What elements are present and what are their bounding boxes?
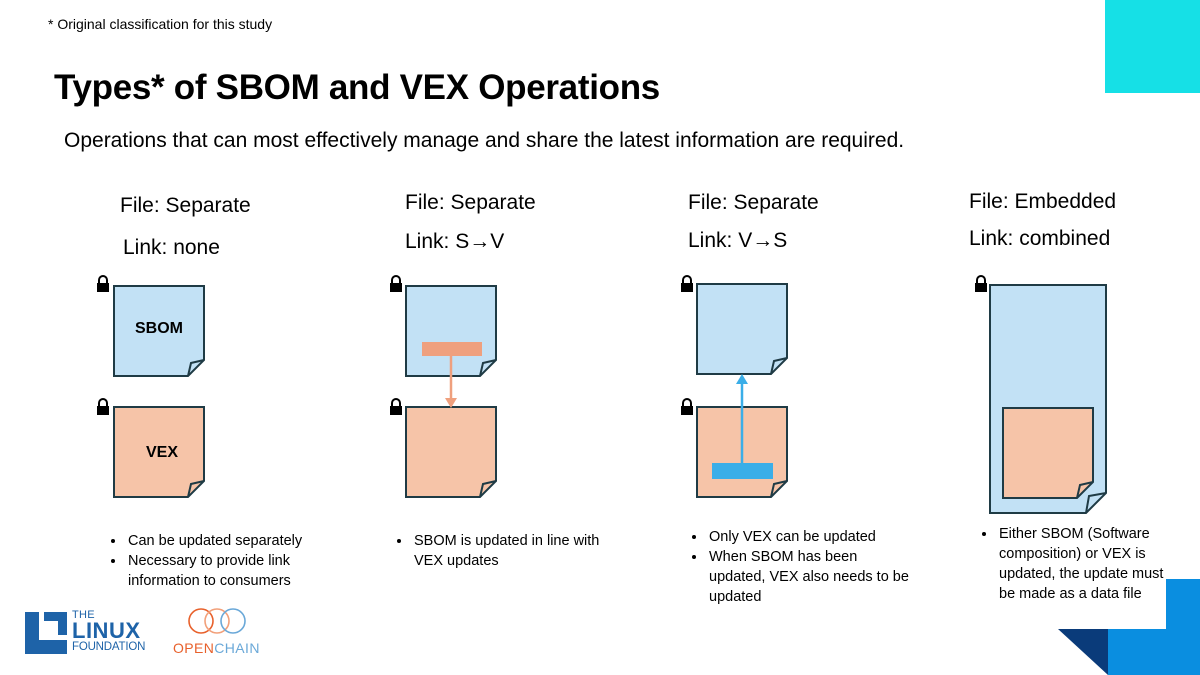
vex-label: VEX: [146, 444, 179, 461]
sbom-document: [113, 285, 205, 377]
col3-file: File: Separate: [688, 191, 819, 214]
list-item: When SBOM has been updated, VEX also nee…: [707, 547, 917, 607]
vex-document: [405, 406, 497, 498]
col4-link: Link: combined: [969, 227, 1111, 250]
openchain-open: OPEN: [173, 640, 215, 656]
col4-file: File: Embedded: [969, 190, 1117, 213]
col1-link: Link: none: [123, 236, 220, 259]
list-item: Only VEX can be updated: [707, 527, 917, 547]
col3-link: Link: V→S: [688, 229, 788, 252]
link-arrow-v-to-s: [712, 374, 773, 479]
lock-icon: [681, 398, 693, 415]
openchain-logo-icon: [188, 608, 246, 634]
linux-foundation-text: FOUNDATION: [72, 641, 146, 653]
page-subtitle: Operations that can most effectively man…: [64, 129, 905, 152]
lock-icon: [97, 398, 109, 415]
sbom-document: [696, 283, 788, 375]
list-item: SBOM is updated in line with VEX updates: [412, 531, 622, 571]
col3-bullets: Only VEX can be updated When SBOM has be…: [685, 527, 917, 607]
openchain-text: OPENCHAIN: [173, 640, 260, 656]
col2-link: Link: S→V: [405, 230, 505, 253]
list-item: Can be updated separately: [126, 531, 356, 551]
lock-icon: [390, 398, 402, 415]
col1-file: File: Separate: [120, 194, 251, 217]
list-item: Either SBOM (Software composition) or VE…: [997, 524, 1167, 604]
linux-the: THE: [72, 609, 95, 621]
col1-bullets: Can be updated separately Necessary to p…: [104, 531, 356, 591]
lock-icon: [975, 275, 987, 292]
lock-icon: [390, 275, 402, 292]
vex-document: [113, 406, 205, 498]
corner-accent-cyan: [1105, 0, 1200, 93]
footnote: * Original classification for this study: [48, 16, 273, 32]
col2-file: File: Separate: [405, 191, 536, 214]
lock-icon: [97, 275, 109, 292]
list-item: Necessary to provide link information to…: [126, 551, 356, 591]
openchain-chain: CHAIN: [214, 640, 260, 656]
sbom-label: SBOM: [135, 320, 183, 337]
link-arrow-s-to-v: [422, 342, 482, 408]
vex-embedded-document: [1002, 407, 1094, 499]
col4-bullets: Either SBOM (Software composition) or VE…: [975, 524, 1167, 604]
lock-icon: [681, 275, 693, 292]
page-title: Types* of SBOM and VEX Operations: [54, 68, 660, 107]
corner-accent-bottom: [1058, 579, 1200, 675]
linux-foundation-logo-icon: [25, 612, 67, 654]
linux-name: LINUX: [72, 618, 141, 643]
col2-bullets: SBOM is updated in line with VEX updates: [390, 531, 622, 571]
